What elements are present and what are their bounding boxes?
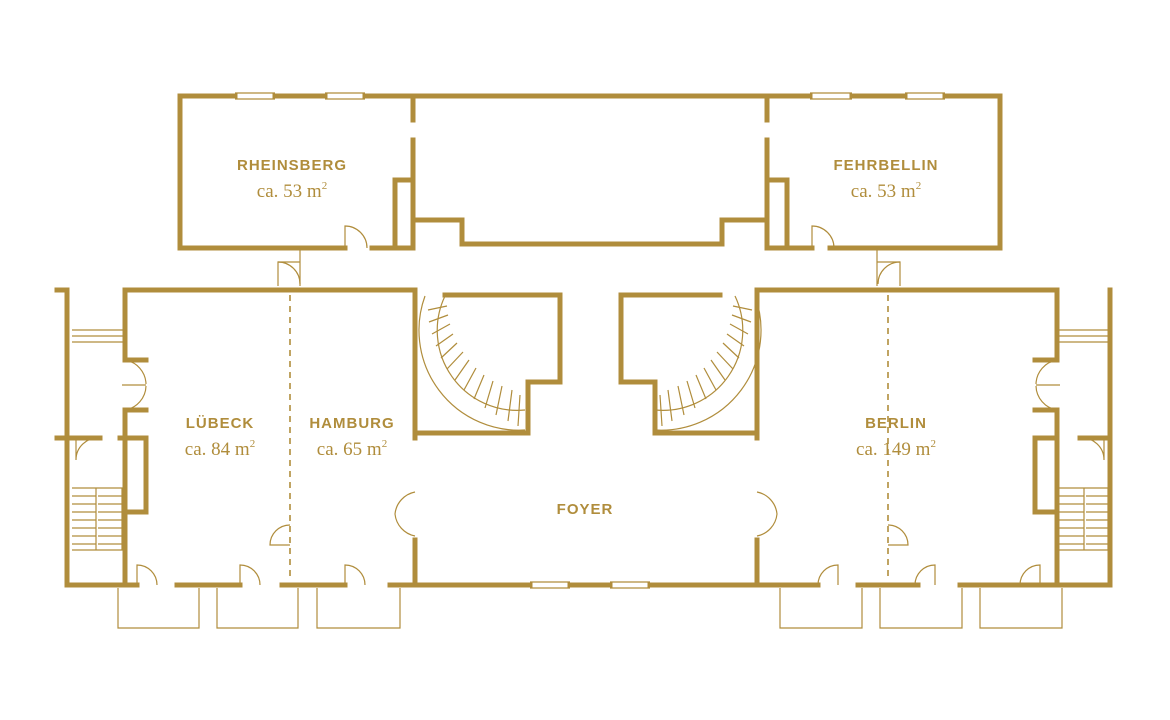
left-block-walls <box>54 287 418 629</box>
room-name: HAMBURG <box>309 415 394 432</box>
room-area: ca. 149 m2 <box>856 438 936 460</box>
room-name: BERLIN <box>865 415 927 432</box>
room-name: LÜBECK <box>186 415 255 432</box>
room-area: ca. 84 m2 <box>185 438 255 460</box>
room-area: ca. 53 m2 <box>257 180 327 202</box>
upper-block-walls <box>177 92 1003 251</box>
room-label-hamburg: HAMBURG ca. 65 m2 <box>309 415 394 460</box>
room-name: FEHRBELLIN <box>834 157 939 174</box>
staircases <box>412 292 762 436</box>
foyer-walls <box>412 581 760 589</box>
room-label-berlin: BERLIN ca. 149 m2 <box>856 415 936 460</box>
room-name: RHEINSBERG <box>237 157 347 174</box>
room-label-luebeck: LÜBECK ca. 84 m2 <box>185 415 255 460</box>
connector-doors <box>277 225 901 286</box>
room-area: ca. 53 m2 <box>851 180 921 202</box>
room-name: FOYER <box>557 501 614 518</box>
room-label-rheinsberg: RHEINSBERG ca. 53 m2 <box>237 157 347 202</box>
right-block-walls <box>754 287 1113 629</box>
room-label-foyer: FOYER <box>557 501 614 518</box>
room-label-fehrbellin: FEHRBELLIN ca. 53 m2 <box>834 157 939 202</box>
room-area: ca. 65 m2 <box>317 438 387 460</box>
